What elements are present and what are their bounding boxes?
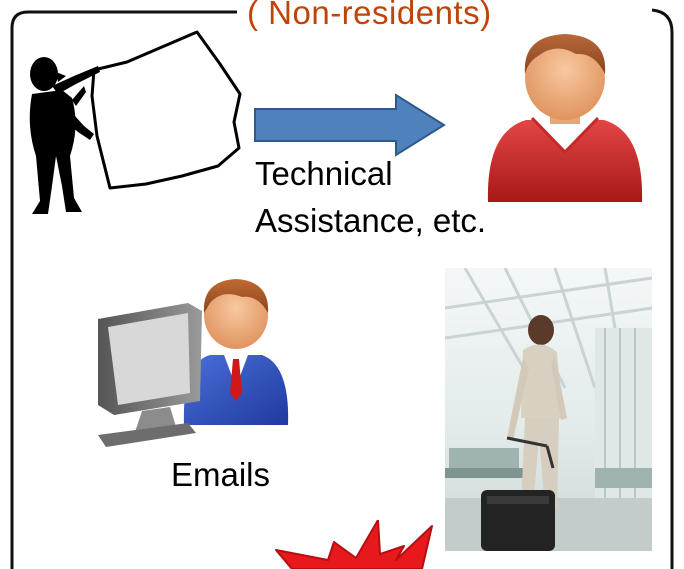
starburst-icon [275,520,433,569]
technical-assistance-label-line2: Assistance, etc. [255,202,487,239]
person-at-computer-icon [98,279,289,447]
person-red-shirt-icon [487,34,643,202]
traveler-photo [445,268,652,551]
emails-label: Emails [171,456,271,493]
arrow-right-icon [254,93,446,157]
page-title: ( Non-residents) [247,0,492,31]
technical-assistance-label-line1: Technical [255,155,393,192]
presenter-silhouette-icon [29,30,242,214]
